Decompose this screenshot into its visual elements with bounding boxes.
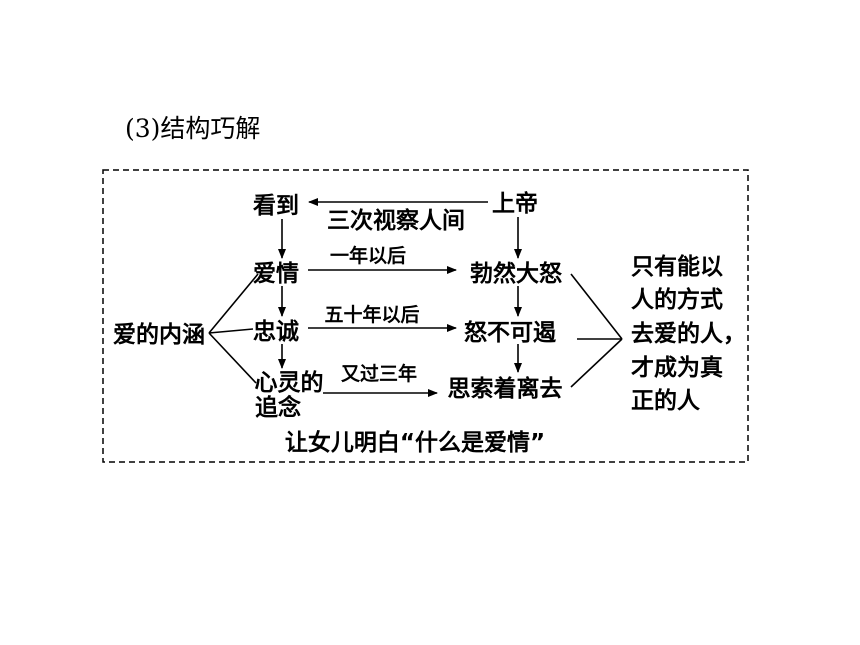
conclusion-line-3: 去爱的人， xyxy=(631,320,746,347)
node-xinling-line1: 心灵的 xyxy=(255,369,324,396)
conclusion-line-4: 才成为真 xyxy=(631,354,723,381)
node-kandao: 看到 xyxy=(253,193,299,219)
brace-to-aiqing xyxy=(208,273,259,334)
node-sisuo: 思索着离去 xyxy=(448,375,563,402)
dashed-frame xyxy=(102,169,749,463)
footer-text: 让女儿明白“什么是爱情” xyxy=(285,429,545,456)
node-zhongcheng: 忠诚 xyxy=(253,319,299,345)
node-nubukee: 怒不可遏 xyxy=(464,319,557,346)
edge-label-yinian: 一年以后 xyxy=(330,244,406,267)
brace-to-zhongcheng xyxy=(208,328,254,334)
conclusion-line-5: 正的人 xyxy=(631,387,701,414)
node-xinling-line2: 追念 xyxy=(255,394,301,421)
conclusion-line-1: 只有能以 xyxy=(631,253,723,280)
node-aiqing: 爱情 xyxy=(253,261,299,287)
conclusion-line-2: 人的方式 xyxy=(631,286,723,313)
node-shangdi: 上帝 xyxy=(492,190,538,217)
edge-label-wushinian: 五十年以后 xyxy=(324,303,419,326)
edge-label-youguo: 又过三年 xyxy=(341,362,417,385)
brace-to-xinling xyxy=(208,332,257,384)
node-aideneihan: 爱的内涵 xyxy=(113,321,205,348)
edge-label-sanci: 三次视察人间 xyxy=(327,207,465,234)
converge-from-bouran xyxy=(570,273,623,340)
converge-from-sisuo xyxy=(570,338,623,388)
node-bouran: 勃然大怒 xyxy=(470,260,562,287)
section-title: (3)结构巧解 xyxy=(125,114,260,143)
